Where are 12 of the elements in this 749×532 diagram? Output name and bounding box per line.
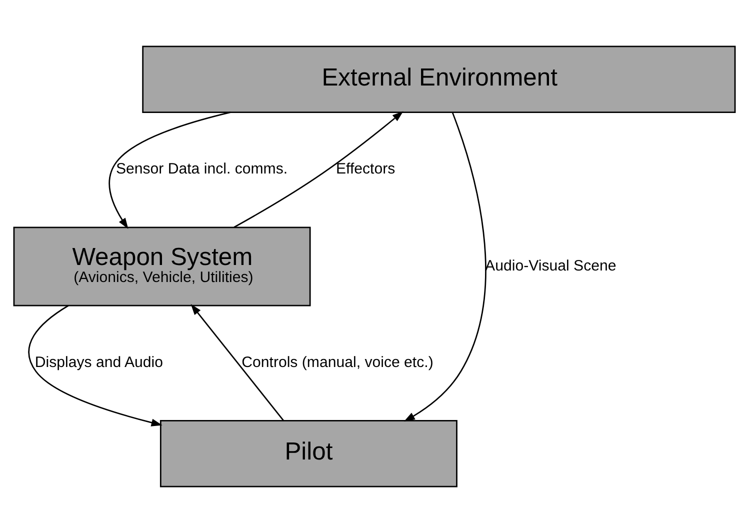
node-box: Pilot: [160, 420, 458, 487]
edge-label: Controls (manual, voice etc.): [242, 353, 434, 370]
arrow: [190, 304, 284, 421]
node-box: Weapon System (Avionics, Vehicle, Utilities): [13, 226, 311, 306]
edge-label: Sensor Data incl. comms.: [116, 160, 288, 178]
arrow: [108, 111, 231, 228]
edge-label: Effectors: [336, 160, 396, 178]
node-box: External Environment: [142, 45, 736, 112]
arrow: [234, 110, 404, 228]
arrow: [28, 304, 162, 426]
arrow: [404, 112, 486, 422]
edge-label: Displays and Audio: [34, 353, 164, 370]
